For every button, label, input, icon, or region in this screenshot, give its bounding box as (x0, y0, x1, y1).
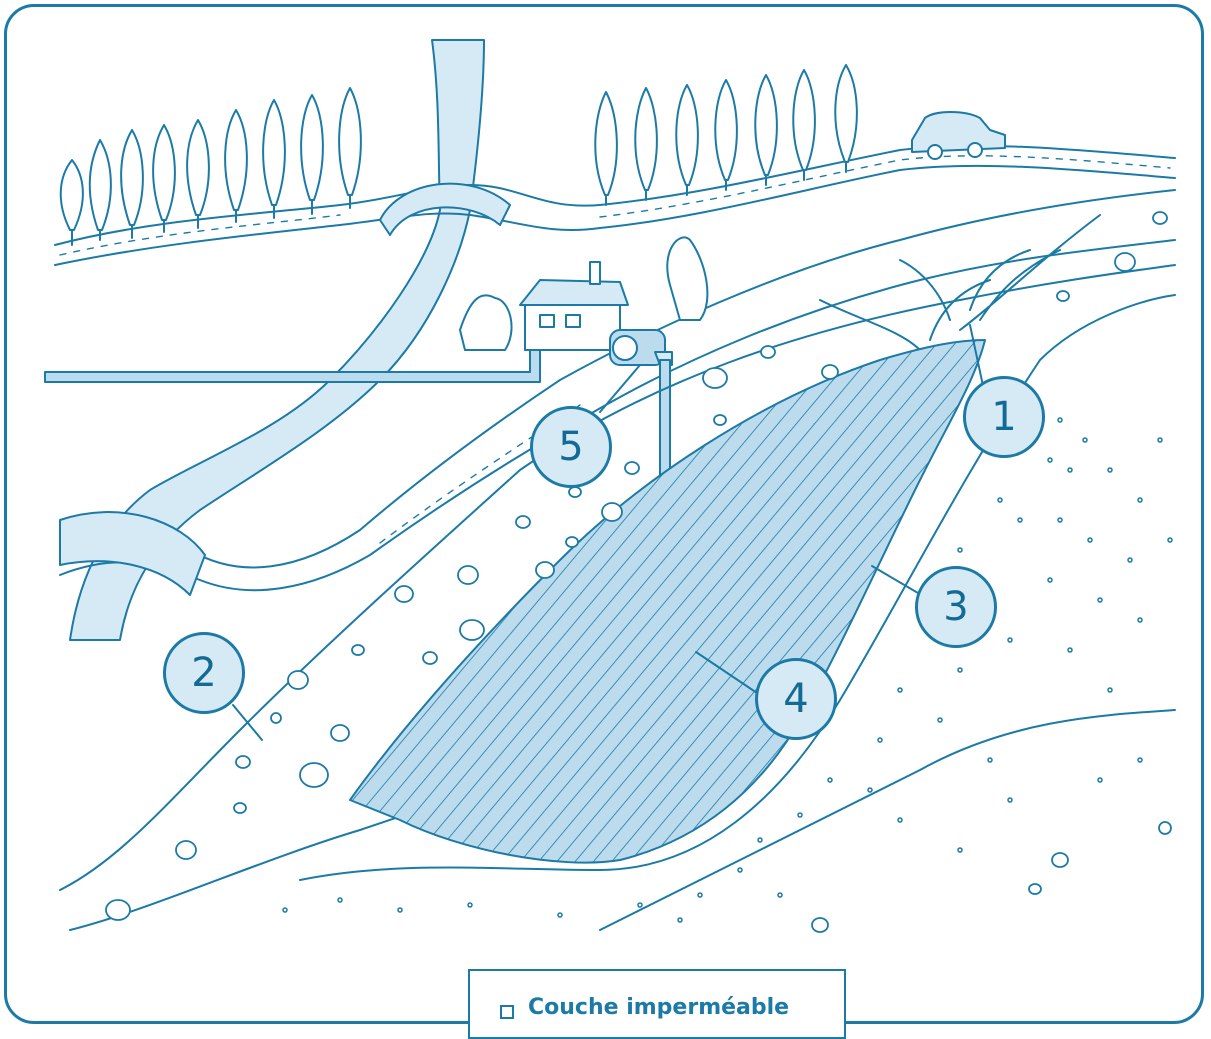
marker-4: 4 (755, 658, 837, 740)
legend-box: Couche imperméable (468, 969, 846, 1039)
leader-2 (233, 705, 262, 740)
marker-3: 3 (915, 566, 997, 648)
legend-swatch-impermeable (500, 1005, 514, 1019)
marker-1: 1 (963, 376, 1045, 458)
poplar-row-right (595, 65, 857, 205)
legend-label-impermeable: Couche imperméable (528, 995, 789, 1020)
house (460, 237, 707, 350)
leader-3 (872, 566, 918, 593)
poplar-row-left (61, 88, 361, 245)
groundwater-illustration (0, 0, 1211, 1013)
marker-2: 2 (163, 632, 245, 714)
marker-5: 5 (530, 406, 612, 488)
car (912, 112, 1005, 159)
